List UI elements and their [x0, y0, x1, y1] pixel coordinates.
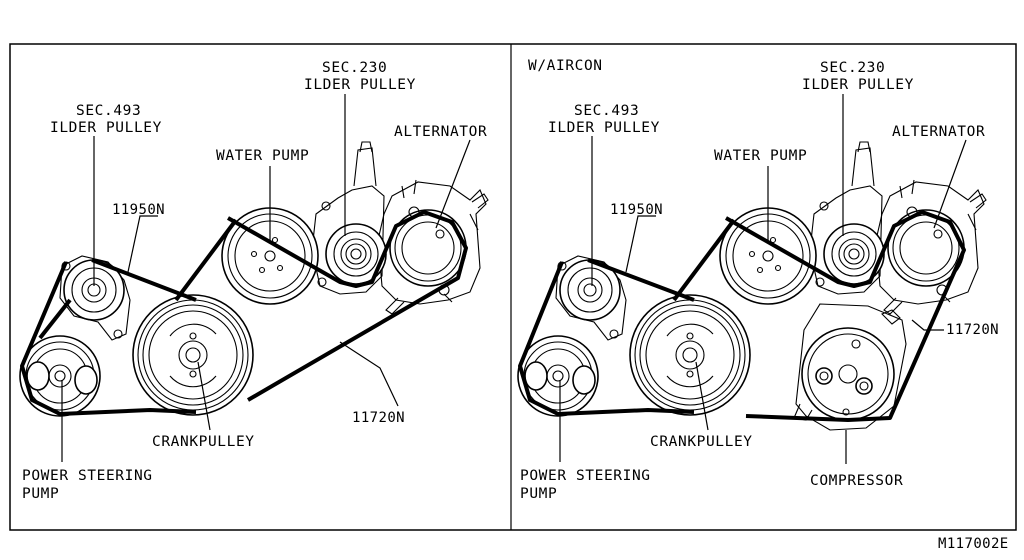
belt-11720n	[227, 210, 468, 402]
label-11720n: 11720N	[946, 322, 999, 338]
left-leader-lines	[61, 94, 471, 462]
right-panel: W/AIRCON	[517, 58, 999, 502]
label-sec493: SEC.493	[574, 103, 639, 119]
label-11950n: 11950N	[610, 202, 663, 218]
alternator	[875, 179, 987, 315]
right-leader-lines	[559, 94, 967, 464]
label-ps-pump-1: POWER STEERING	[520, 468, 651, 484]
label-idler-493: ILDER PULLEY	[50, 120, 162, 136]
label-alternator: ALTERNATOR	[394, 124, 487, 140]
power-steering-pump	[517, 335, 599, 417]
belt-11720n	[725, 210, 966, 422]
belt-11950n-upper	[174, 218, 238, 302]
label-ps-pump-2: PUMP	[22, 486, 59, 502]
label-crankpulley: CRANKPULLEY	[650, 434, 753, 450]
label-water-pump: WATER PUMP	[216, 148, 309, 164]
label-idler-230: ILDER PULLEY	[802, 77, 914, 93]
idler-pulley-493	[555, 255, 627, 341]
label-ps-pump-2: PUMP	[520, 486, 557, 502]
left-panel: SEC.230 ILDER PULLEY SEC.493 ILDER PULLE…	[19, 60, 489, 502]
label-variant: W/AIRCON	[528, 58, 603, 74]
belt-11950n	[518, 258, 695, 416]
diagram-frame	[9, 43, 1017, 531]
label-11720n: 11720N	[352, 410, 405, 426]
compressor	[793, 303, 907, 431]
label-sec493: SEC.493	[76, 103, 141, 119]
label-alternator: ALTERNATOR	[892, 124, 985, 140]
label-ps-pump-1: POWER STEERING	[22, 468, 153, 484]
label-sec230: SEC.230	[322, 60, 387, 76]
belt-11950n-lower	[38, 298, 72, 340]
label-water-pump: WATER PUMP	[714, 148, 807, 164]
alternator	[377, 179, 489, 315]
figure-code: M117002E	[938, 536, 1009, 552]
belt-11950n-upper	[672, 218, 736, 302]
label-idler-230: ILDER PULLEY	[304, 77, 416, 93]
crank-pulley	[629, 294, 751, 416]
label-11950n: 11950N	[112, 202, 165, 218]
power-steering-pump	[19, 335, 101, 417]
crank-pulley	[132, 294, 254, 416]
idler-pulley-230	[311, 141, 387, 295]
label-idler-493: ILDER PULLEY	[548, 120, 660, 136]
label-sec230: SEC.230	[820, 60, 885, 76]
label-crankpulley: CRANKPULLEY	[152, 434, 255, 450]
label-compressor: COMPRESSOR	[810, 473, 903, 489]
